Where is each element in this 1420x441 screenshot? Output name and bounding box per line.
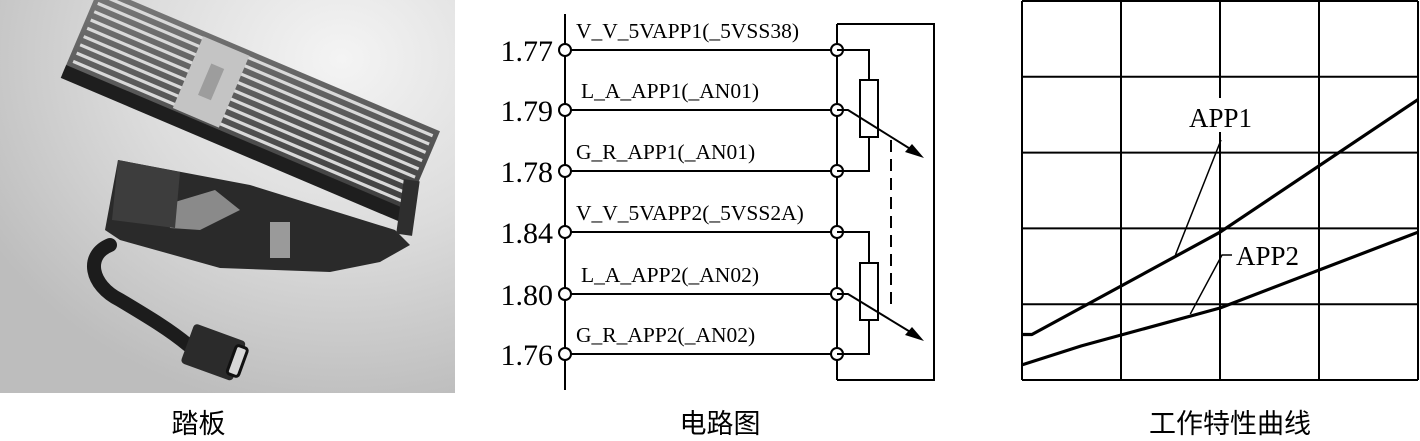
signal-label: G_R_APP1(_AN01) (576, 140, 755, 164)
pin-number: 1.78 (501, 156, 554, 189)
connector-terminal (558, 43, 572, 57)
label-bg-app1 (1180, 98, 1252, 132)
pin-number: 1.77 (501, 35, 554, 68)
pedal-connector (181, 324, 249, 381)
pedal-pad (60, 0, 440, 223)
signal-label: L_A_APP1(_AN01) (581, 79, 759, 103)
pin-number: 1.76 (501, 339, 554, 372)
arrowhead-app1 (905, 144, 924, 158)
pin-number: 1.79 (501, 95, 554, 128)
pedal-panel: 踏板 (0, 0, 470, 441)
connector-terminal (558, 287, 572, 301)
resistor-app2 (859, 262, 879, 321)
potentiometer-app1 (837, 49, 924, 172)
pin-row-1-78: 1.78 G_R_APP1(_AN01) (501, 140, 844, 189)
pedal-photo (0, 0, 455, 393)
potentiometer-app2 (837, 231, 924, 355)
signal-label: L_A_APP2(_AN02) (581, 263, 759, 287)
series-line-app1 (1022, 98, 1419, 337)
pedal-cable (87, 238, 195, 352)
pin-row-1-77: 1.77 V_V_5VAPP1(_5VSS38) (501, 19, 844, 68)
signal-label: G_R_APP2(_AN02) (576, 323, 755, 347)
circuit-caption: 电路图 (679, 409, 761, 440)
wiper-arrow-app2 (837, 293, 913, 334)
pedal-base (105, 160, 410, 272)
pin-row-1-76: 1.76 G_R_APP2(_AN02) (501, 323, 844, 372)
circuit-panel: 1.77 V_V_5VAPP1(_5VSS38) 1.79 L_A_APP1(_AN0… (480, 0, 950, 441)
label-bg-app2 (1234, 238, 1314, 270)
circuit-diagram: 1.77 V_V_5VAPP1(_5VSS38) 1.79 L_A_APP1(_AN0… (501, 14, 935, 390)
signal-label: V_V_5VAPP1(_5VSS38) (576, 19, 799, 43)
wiper-arrow-app1 (837, 109, 913, 151)
pin-row-1-84: 1.84 V_V_5VAPP2(_5VSS2A) (501, 201, 844, 250)
connector-terminal (558, 225, 572, 239)
series-line-app2 (1021, 230, 1419, 367)
pin-row-1-80: 1.80 L_A_APP2(_AN02) (501, 263, 844, 312)
annotation-app2: APP2 (1236, 241, 1299, 271)
arrowhead-app2 (905, 327, 924, 341)
curves-caption: 工作特性曲线 (1149, 409, 1311, 440)
pedal-caption: 踏板 (171, 409, 226, 440)
pin-row-1-79: 1.79 L_A_APP1(_AN01) (501, 79, 844, 128)
signal-label: V_V_5VAPP2(_5VSS2A) (576, 201, 804, 225)
connector-terminal (558, 347, 572, 361)
sensor-housing-outline (837, 23, 935, 381)
resistor-app1 (859, 79, 879, 138)
pin-number: 1.84 (501, 217, 554, 250)
connector-terminal (558, 103, 572, 117)
leader-line-app1 (1174, 139, 1222, 256)
leader-line-app2 (1189, 254, 1232, 315)
connector-terminal (558, 164, 572, 178)
annotation-app1: APP1 (1189, 103, 1252, 133)
pin-number: 1.80 (501, 279, 554, 312)
